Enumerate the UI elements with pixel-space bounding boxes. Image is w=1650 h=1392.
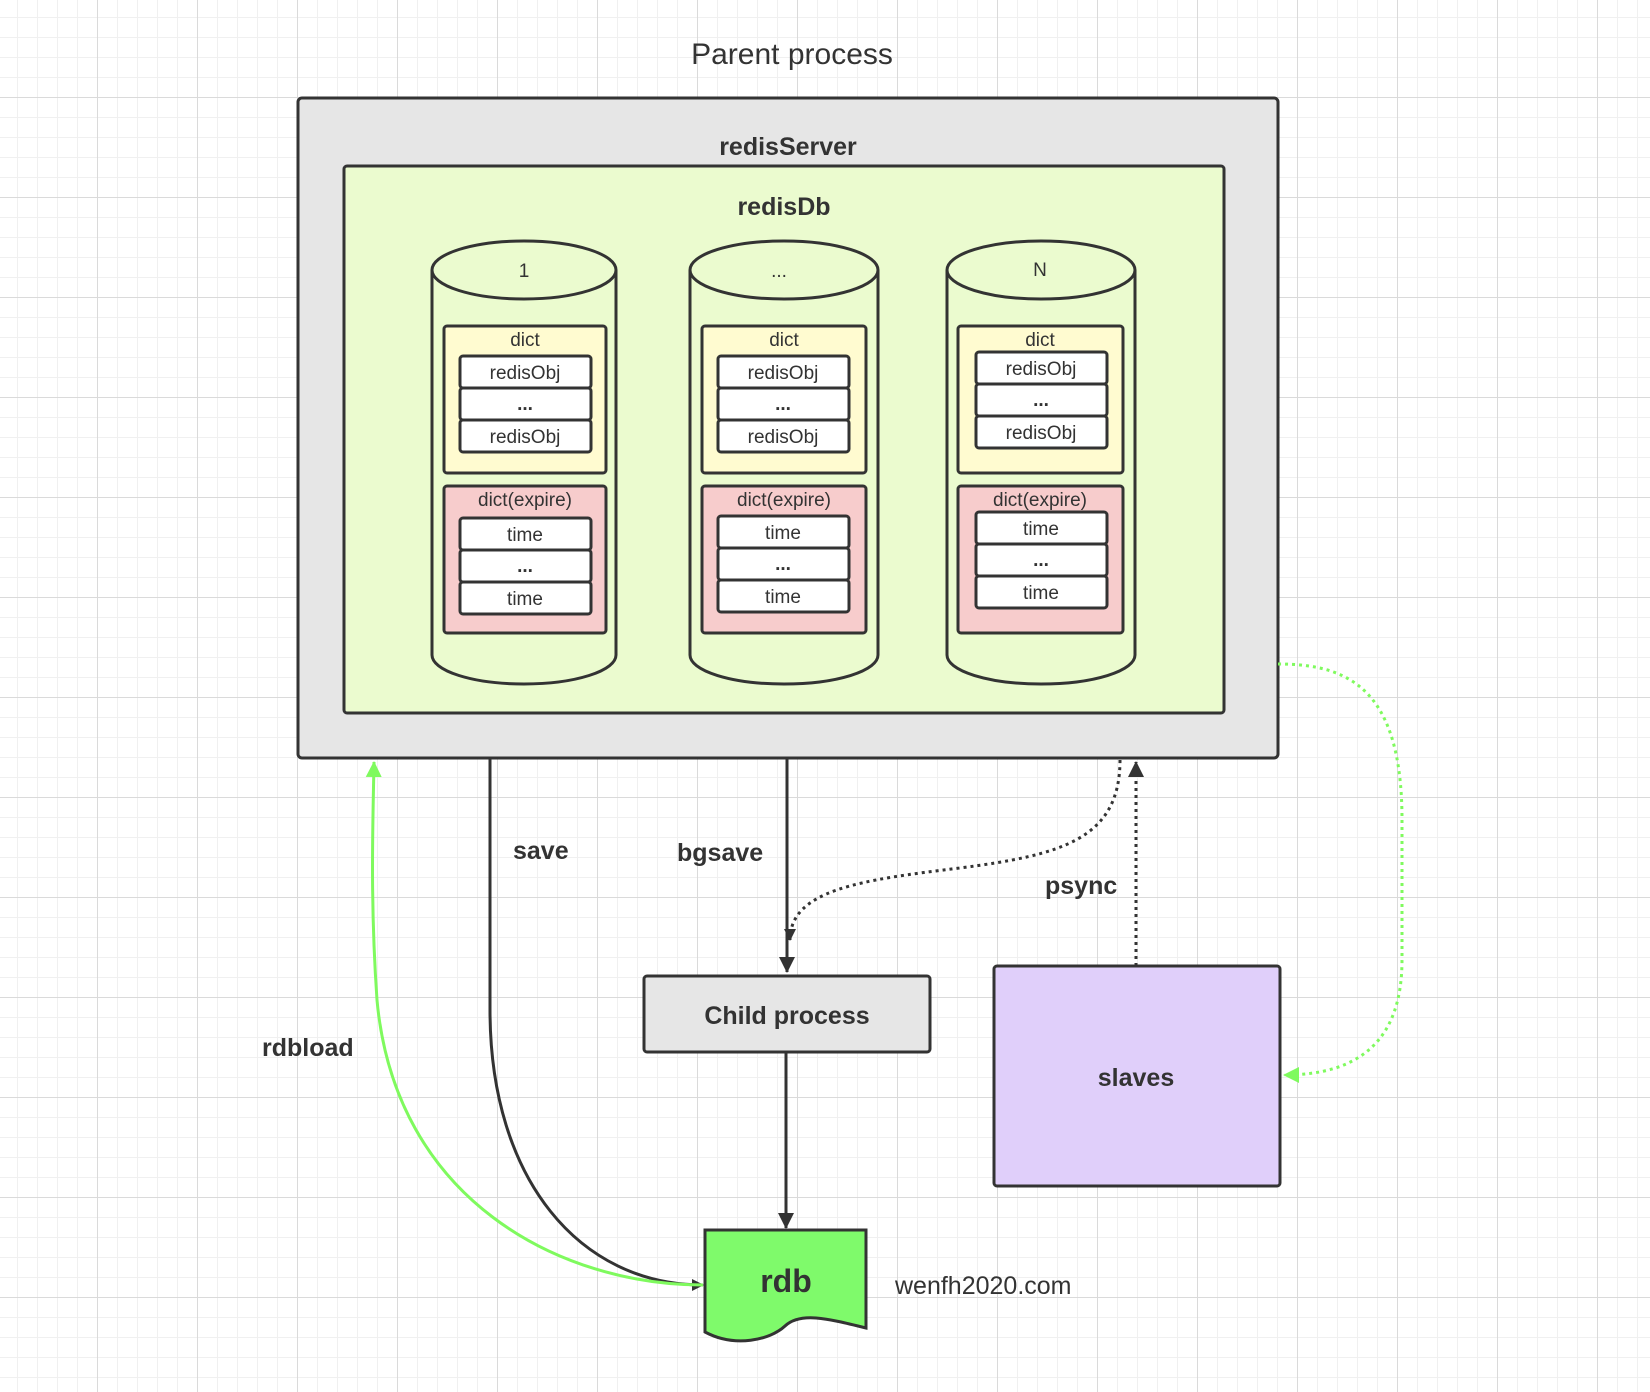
- db-cylinder-n: N dict redisObj ... redisObj dict(expire…: [945, 239, 1137, 686]
- expire-entry-text: time: [765, 587, 801, 608]
- expire-entry-text: time: [507, 525, 543, 546]
- expire-entry: [974, 574, 1109, 610]
- child-process-box: [642, 974, 932, 1054]
- slaves-box: [992, 964, 1282, 1188]
- expire-dict-label: dict(expire): [993, 490, 1087, 511]
- bgsave-label: bgsave: [677, 839, 763, 867]
- dict-entry: [974, 414, 1109, 450]
- watermark-text: wenfh2020.com: [894, 1272, 1072, 1300]
- cylinder-label: N: [1033, 260, 1047, 281]
- save-arrow: [488, 758, 704, 1291]
- db-cylinder-1: 1 dict redisObj ... redisObj dict(expire…: [430, 239, 618, 686]
- dict-entry-text: ...: [1033, 390, 1049, 411]
- expire-entry-text: ...: [775, 554, 791, 575]
- dict-entry-text: redisObj: [490, 427, 561, 448]
- dict-label: dict: [1025, 330, 1055, 351]
- dict-label: dict: [510, 330, 540, 351]
- save-label: save: [513, 837, 569, 865]
- cylinder-label: ...: [771, 261, 787, 282]
- dict-entry-text: redisObj: [490, 363, 561, 384]
- psync-fork-arrow: [784, 759, 1122, 941]
- slaves-label: slaves: [1098, 1064, 1174, 1092]
- dict-entry-text: redisObj: [748, 363, 819, 384]
- expire-entry-text: ...: [1033, 550, 1049, 571]
- expire-dict-label: dict(expire): [737, 490, 831, 511]
- redis-server-label: redisServer: [719, 133, 857, 161]
- expire-entry-text: ...: [517, 556, 533, 577]
- diagram-title: Parent process: [691, 38, 893, 71]
- psync-label: psync: [1045, 872, 1117, 900]
- rdb-label: rdb: [760, 1263, 812, 1299]
- expire-entry-text: time: [765, 523, 801, 544]
- redis-db-label: redisDb: [737, 193, 830, 221]
- rdbload-arrow: [365, 761, 704, 1287]
- dict-entry: [458, 418, 593, 454]
- dict-entry: [716, 418, 851, 454]
- expire-entry: [458, 580, 593, 616]
- replication-arrow: [1277, 662, 1404, 1083]
- expire-entry-text: time: [1023, 519, 1059, 540]
- dict-entry-text: ...: [517, 394, 533, 415]
- child-process-label: Child process: [704, 1002, 869, 1030]
- expire-entry: [716, 578, 851, 614]
- cylinder-label: 1: [519, 261, 530, 282]
- rdbload-label: rdbload: [262, 1034, 354, 1062]
- db-cylinder-middle: ... dict redisObj ... redisObj dict(expi…: [688, 239, 880, 686]
- dict-entry-text: ...: [775, 394, 791, 415]
- expire-entry-text: time: [1023, 583, 1059, 604]
- expire-dict-label: dict(expire): [478, 490, 572, 511]
- expire-entry-text: time: [507, 589, 543, 610]
- dict-entry-text: redisObj: [1006, 423, 1077, 444]
- dict-entry-text: redisObj: [748, 427, 819, 448]
- dict-entry-text: redisObj: [1006, 359, 1077, 380]
- dict-label: dict: [769, 330, 799, 351]
- rdb-document: [703, 1228, 868, 1343]
